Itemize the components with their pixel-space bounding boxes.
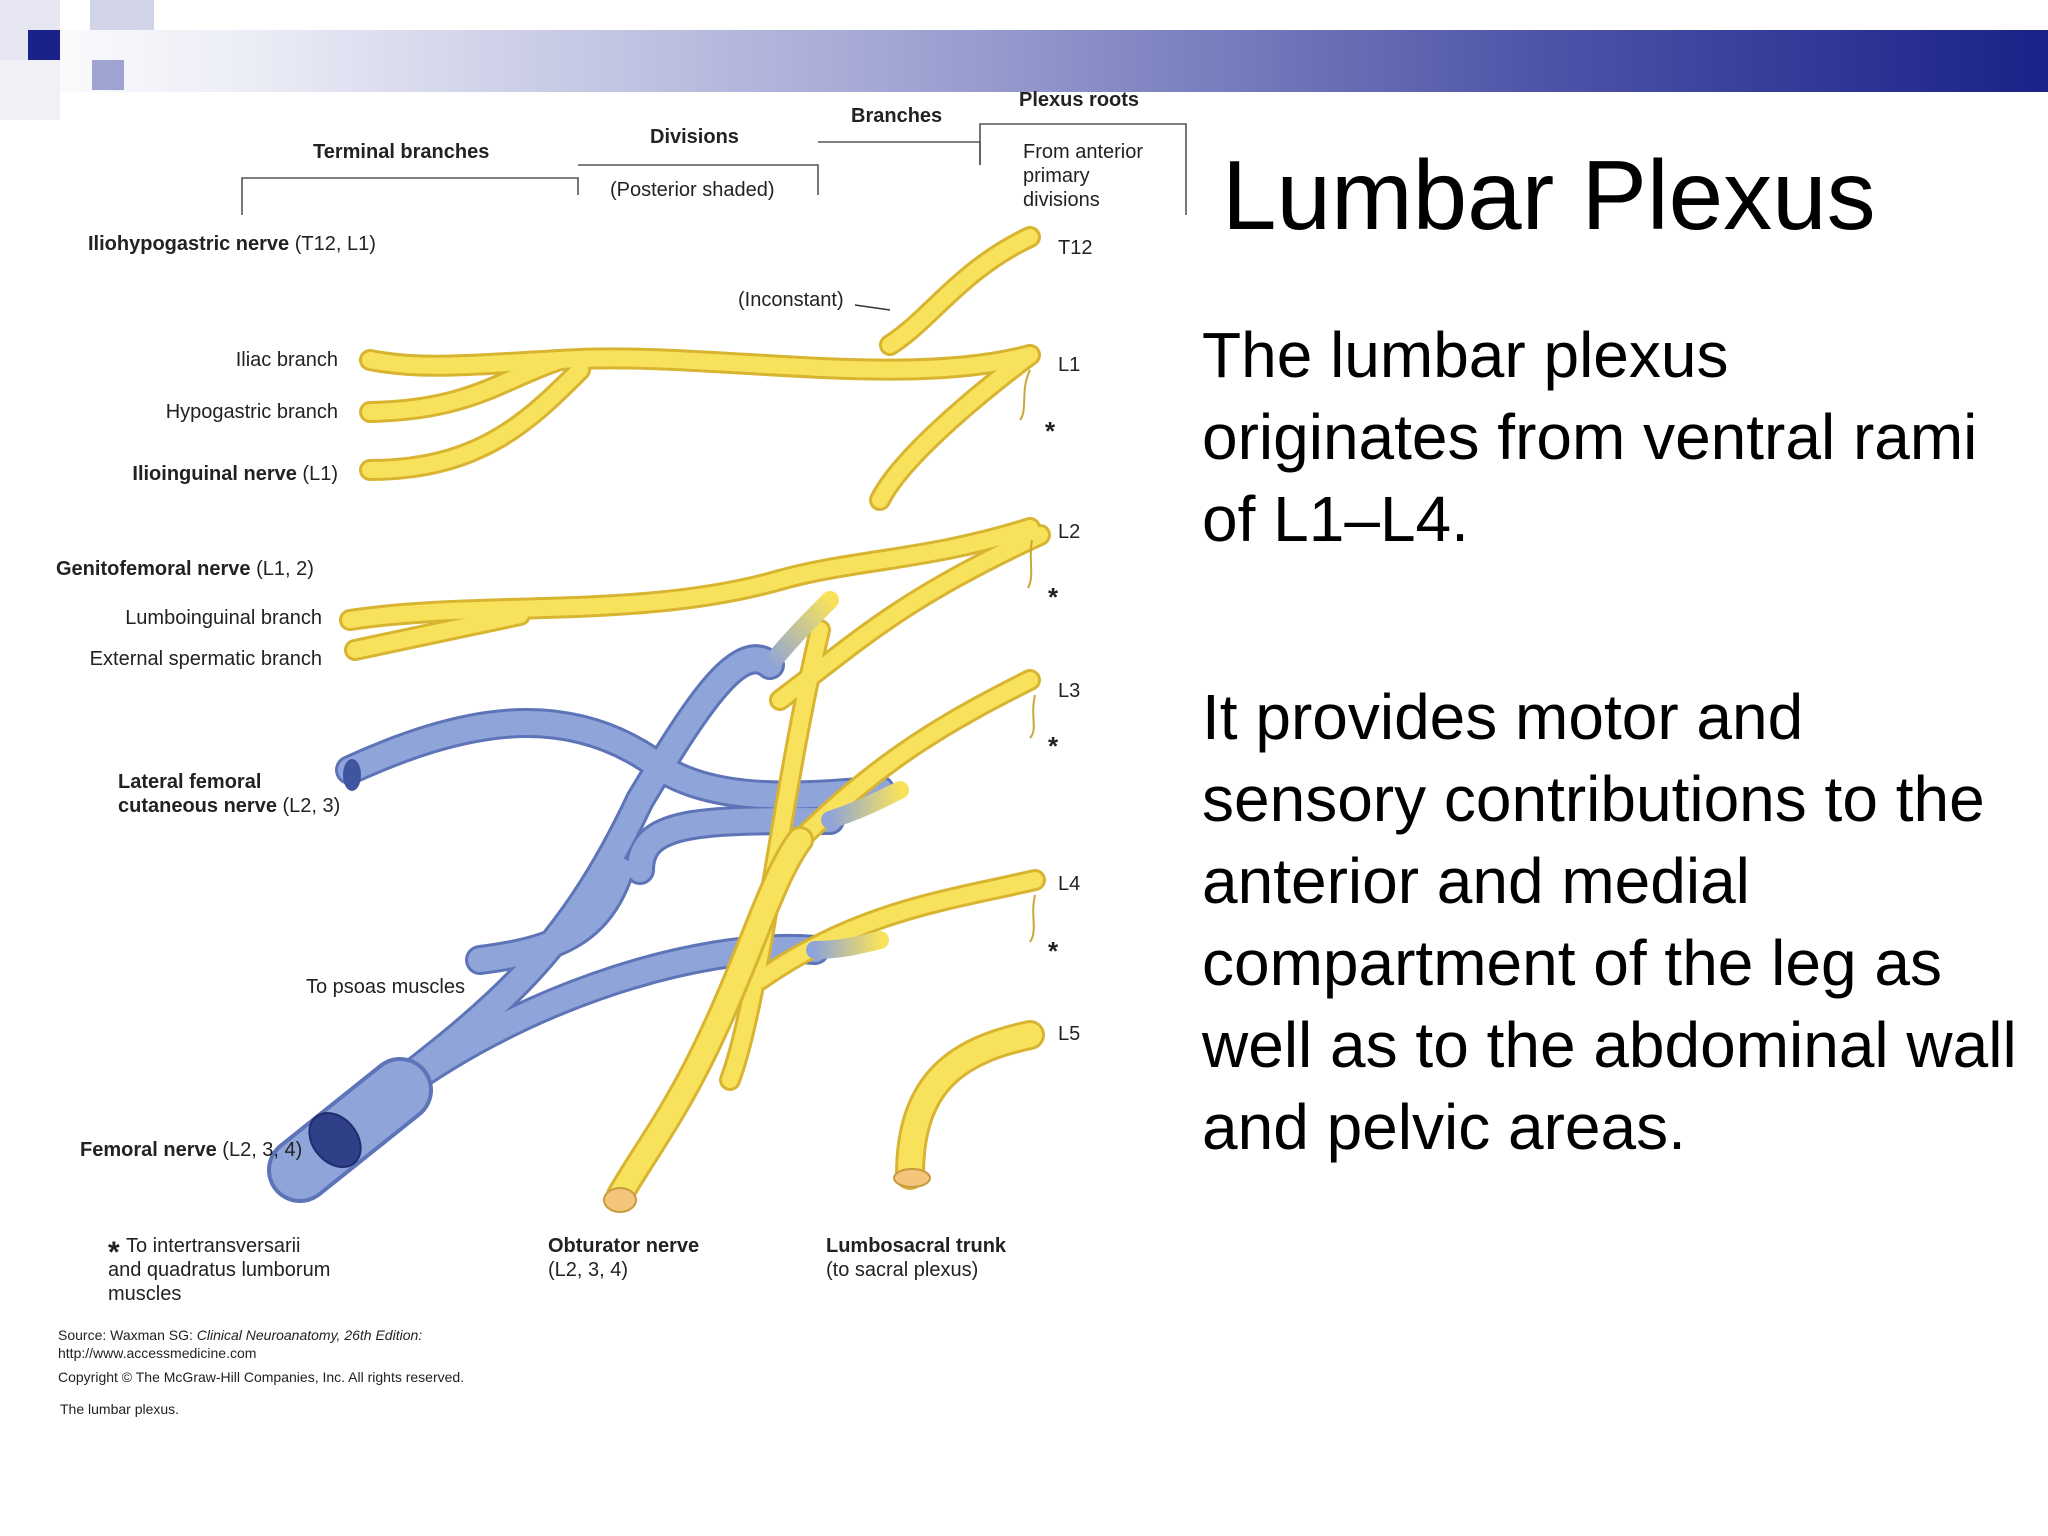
to-psoas-label: To psoas muscles xyxy=(306,976,465,998)
obturator-roots-label: (L2, 3, 4) xyxy=(548,1259,628,1281)
source-line: Source: Waxman SG: Clinical Neuroanatomy… xyxy=(58,1327,422,1343)
external-spermatic-branch-label: External spermatic branch xyxy=(90,648,322,670)
bullet-function: It provides motor and sensory contributi… xyxy=(1202,681,2017,1163)
header-terminal-branches: Terminal branches xyxy=(313,141,489,163)
header-square-dark xyxy=(28,30,60,62)
root-label-l5: L5 xyxy=(1058,1023,1080,1045)
asterisk-l1: * xyxy=(1045,416,1056,446)
genitofemoral-label: Genitofemoral nerve (L1, 2) xyxy=(56,558,314,580)
bullet-origin: The lumbar plexus originates from ventra… xyxy=(1202,319,1978,555)
figure-caption: The lumbar plexus. xyxy=(60,1401,179,1417)
hypogastric-branch-label: Hypogastric branch xyxy=(166,401,338,423)
copyright-line: Copyright © The McGraw-Hill Companies, I… xyxy=(58,1369,464,1385)
asterisk-l3: * xyxy=(1048,731,1059,761)
header-roots-note-1: From anterior xyxy=(1023,141,1143,163)
root-label-l4: L4 xyxy=(1058,873,1080,895)
iliac-branch-label: Iliac branch xyxy=(236,349,338,371)
lateral-femoral-label-line1: Lateral femoral xyxy=(118,771,261,793)
iliohypogastric-label: Iliohypogastric nerve (T12, L1) xyxy=(88,233,376,255)
root-label-l1: L1 xyxy=(1058,354,1080,376)
lumbar-plexus-diagram: Terminal branches Divisions (Posterior s… xyxy=(56,89,1187,1417)
obturator-label: Obturator nerve xyxy=(548,1235,699,1257)
header-divisions-note: (Posterior shaded) xyxy=(610,179,775,201)
root-label-t12: T12 xyxy=(1058,237,1092,259)
footnote-line-1: To intertransversarii xyxy=(126,1235,301,1257)
lateral-femoral-label-line2: cutaneous nerve (L2, 3) xyxy=(118,795,340,817)
ilioinguinal-label: Ilioinguinal nerve (L1) xyxy=(132,463,338,485)
header-roots-note-2: primary xyxy=(1023,165,1090,187)
root-twigs xyxy=(1019,369,1036,943)
header-square-mid xyxy=(92,60,124,90)
header-branches: Branches xyxy=(851,105,942,127)
root-label-l2: L2 xyxy=(1058,521,1080,543)
femoral-label: Femoral nerve (L2, 3, 4) xyxy=(80,1139,302,1161)
footnote-asterisk: * xyxy=(108,1236,120,1269)
header-plexus-roots: Plexus roots xyxy=(1019,89,1139,111)
footnote-line-2: and quadratus lumborum xyxy=(108,1259,330,1281)
lumboinguinal-branch-label: Lumboinguinal branch xyxy=(125,607,322,629)
asterisk-l2: * xyxy=(1048,582,1059,612)
inconstant-label: (Inconstant) xyxy=(738,289,844,311)
femoral-nerve-cut-end xyxy=(308,1112,362,1168)
inconstant-leader xyxy=(854,304,891,311)
header-square-light-2 xyxy=(90,0,154,30)
root-label-l3: L3 xyxy=(1058,680,1080,702)
slide-title: Lumbar Plexus xyxy=(1222,140,1876,250)
header-brackets xyxy=(241,123,1187,215)
header-roots-note-3: divisions xyxy=(1023,189,1100,211)
anterior-division-nerves xyxy=(339,226,1051,1213)
header-divisions: Divisions xyxy=(650,126,739,148)
lumbosacral-note-label: (to sacral plexus) xyxy=(826,1259,978,1281)
header-square-pale xyxy=(0,60,60,120)
lumbosacral-label: Lumbosacral trunk xyxy=(826,1235,1007,1257)
source-url: http://www.accessmedicine.com xyxy=(58,1345,256,1361)
footnote-line-3: muscles xyxy=(108,1283,181,1305)
header-gradient-bar xyxy=(0,30,2048,92)
asterisk-l4: * xyxy=(1048,936,1059,966)
